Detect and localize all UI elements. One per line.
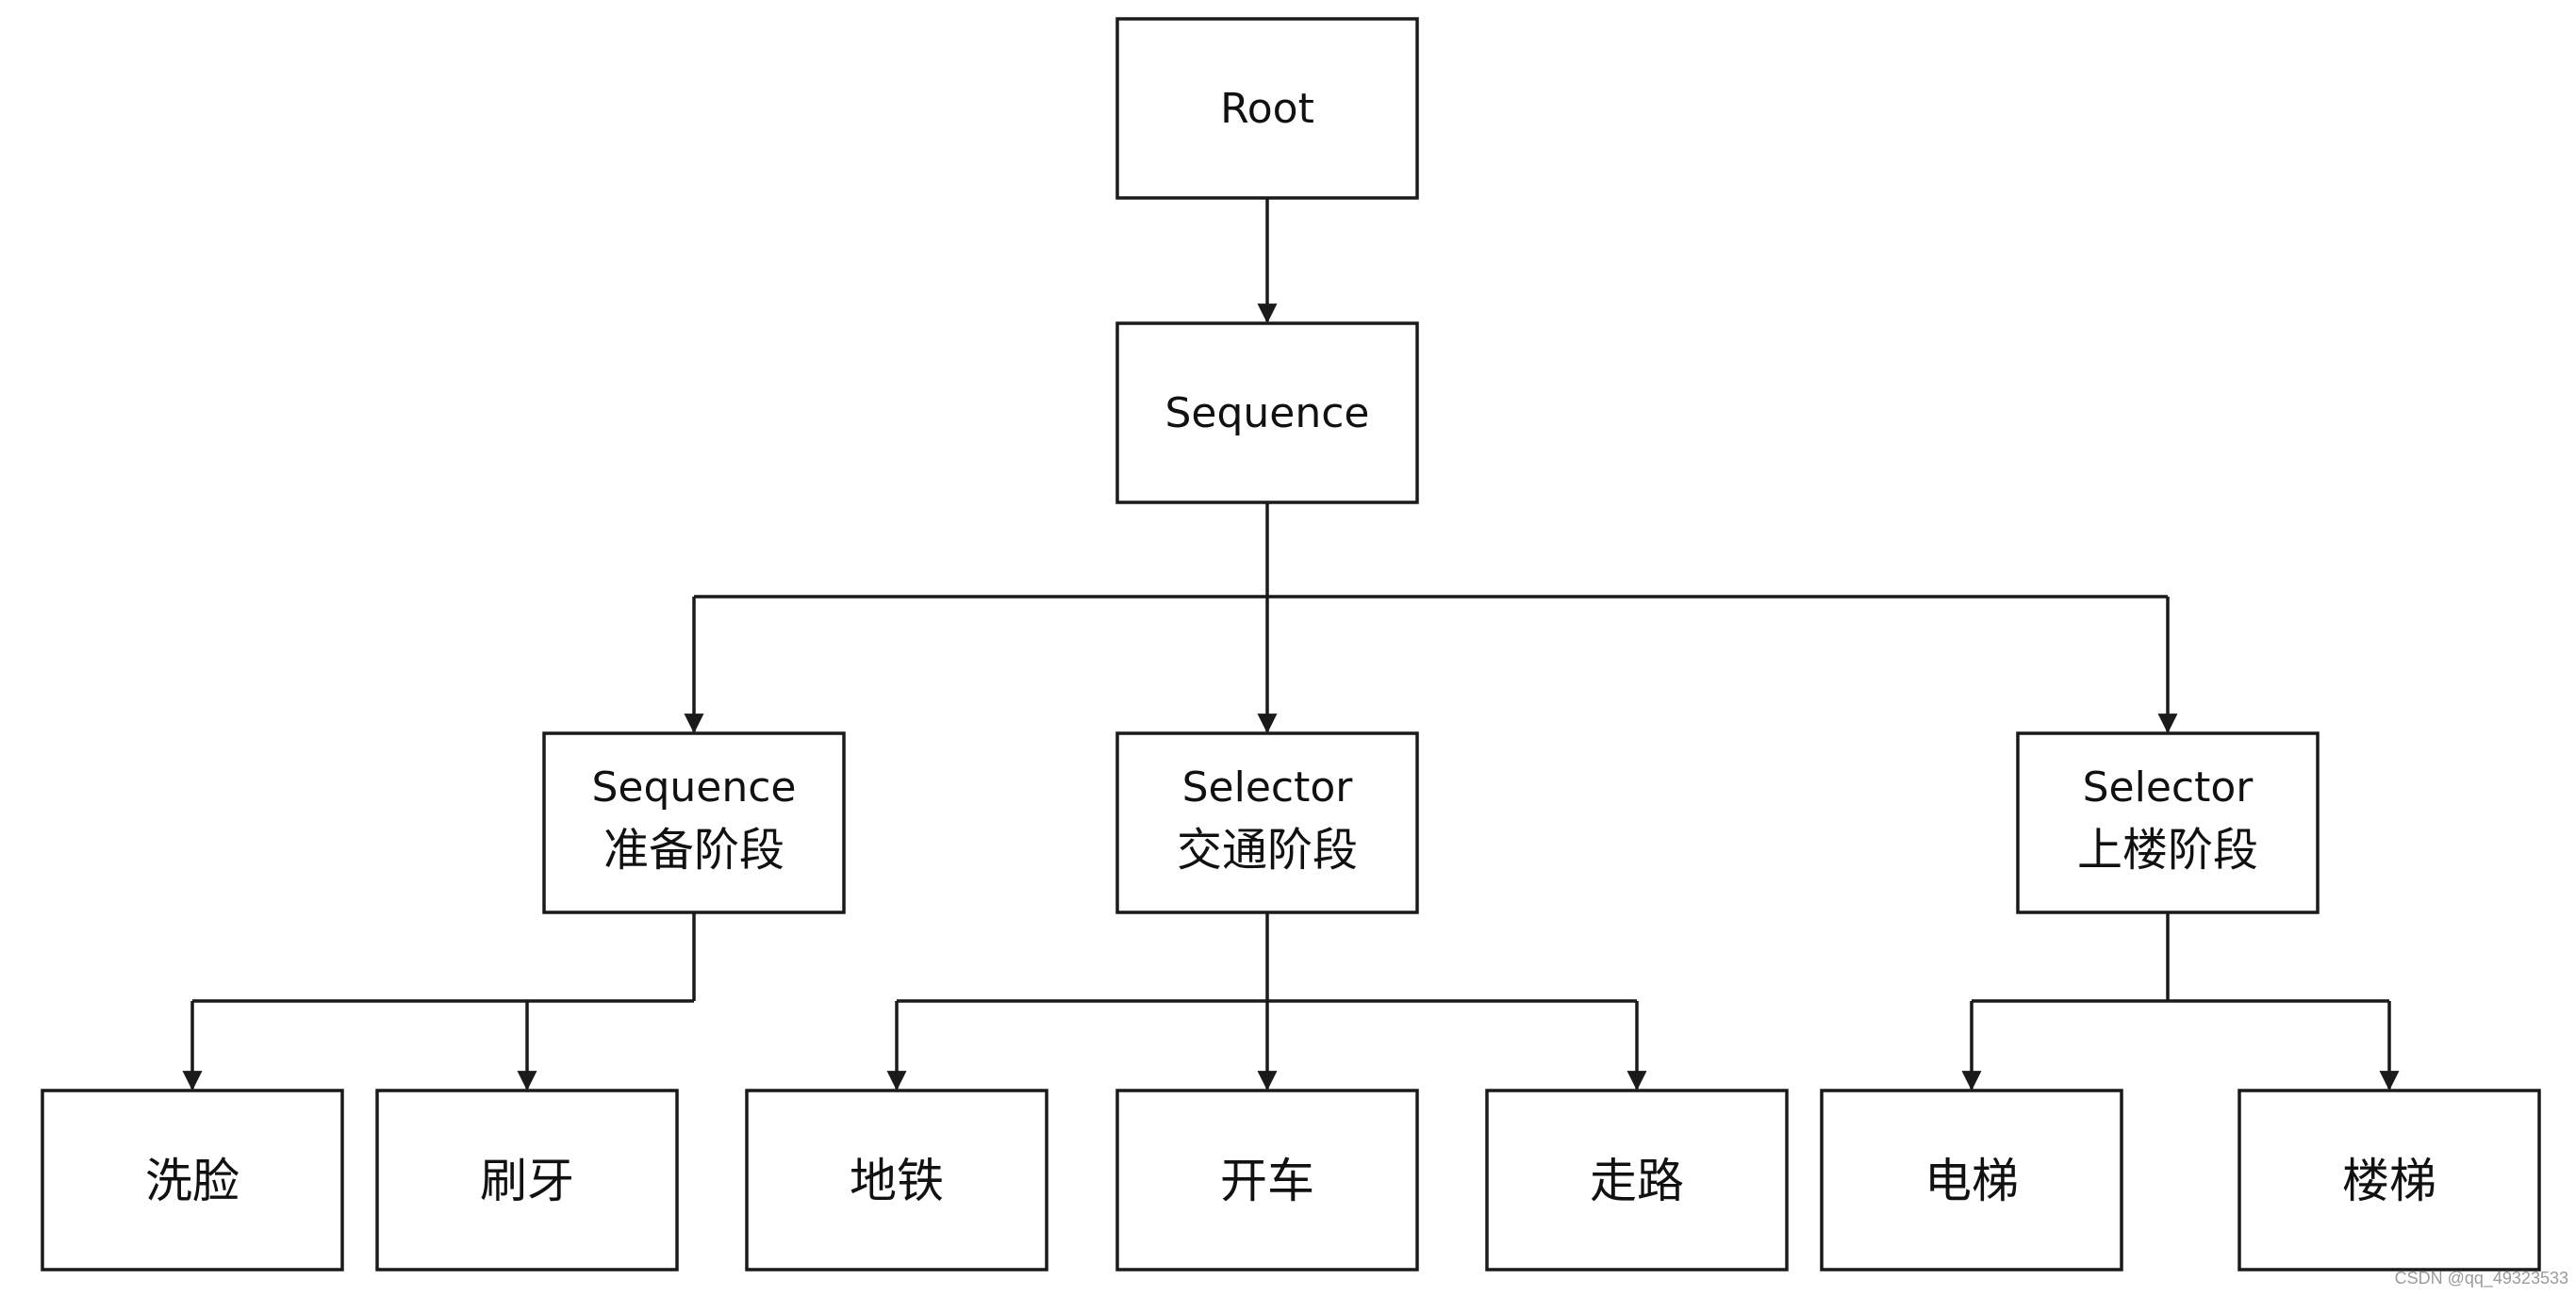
node-box-walk [1485,1089,1789,1271]
node-box-root [1115,17,1419,200]
node-box-subway [745,1089,1049,1271]
node-subway: 地铁 [745,1089,1049,1271]
node-label-stairs-0: 楼梯 [2342,1154,2436,1208]
watermark-text: CSDN @qq_49323533 [2394,1269,2568,1288]
node-label-wash-0: 洗脸 [145,1154,239,1208]
node-label-elevator-0: 电梯 [1924,1154,2019,1208]
edges-layer [182,198,2400,1091]
node-label-root-0: Root [1220,85,1314,133]
node-label-walk-0: 走路 [1590,1154,1684,1208]
node-label-upstair-0: Selector [2083,763,2254,812]
edge-bus-seq [694,502,2168,599]
node-box-stairs [2237,1089,2541,1271]
node-elevator: 电梯 [1820,1089,2123,1271]
node-label-seq-0: Sequence [1164,389,1369,437]
node-box-wash [41,1089,344,1271]
node-label-prep-0: Sequence [591,763,796,812]
node-prep: Sequence 准备阶段 [542,731,846,914]
node-box-brush [375,1089,679,1271]
node-upstair: Selector 上楼阶段 [2016,731,2320,914]
node-box-upstair [2016,731,2320,914]
node-box-drive [1115,1089,1419,1271]
node-box-elevator [1820,1089,2123,1271]
node-label-brush-0: 刷牙 [480,1154,574,1208]
node-box-traffic [1115,731,1419,914]
node-label-subway-0: 地铁 [850,1154,944,1208]
node-walk: 走路 [1485,1089,1789,1271]
edge-bus-prep [192,912,696,1003]
nodes-layer: RootSequenceSequence准备阶段Selector交通阶段Sele… [41,17,2541,1271]
node-wash: 洗脸 [41,1089,344,1271]
node-brush: 刷牙 [375,1089,679,1271]
edge-bus-upstair [1972,912,2389,1003]
node-stairs: 楼梯 [2237,1089,2541,1271]
node-label-upstair-1: 上楼阶段 [2077,824,2258,877]
node-label-traffic-1: 交通阶段 [1177,824,1358,877]
node-box-prep [542,731,846,914]
node-label-traffic-0: Selector [1182,763,1354,812]
node-label-drive-0: 开车 [1220,1154,1314,1208]
edge-bus-traffic [897,912,1637,1003]
node-seq: Sequence [1115,321,1419,504]
node-label-prep-1: 准备阶段 [603,824,784,877]
node-root: Root [1115,17,1419,200]
node-traffic: Selector 交通阶段 [1115,731,1419,914]
node-box-seq [1115,321,1419,504]
node-drive: 开车 [1115,1089,1419,1271]
